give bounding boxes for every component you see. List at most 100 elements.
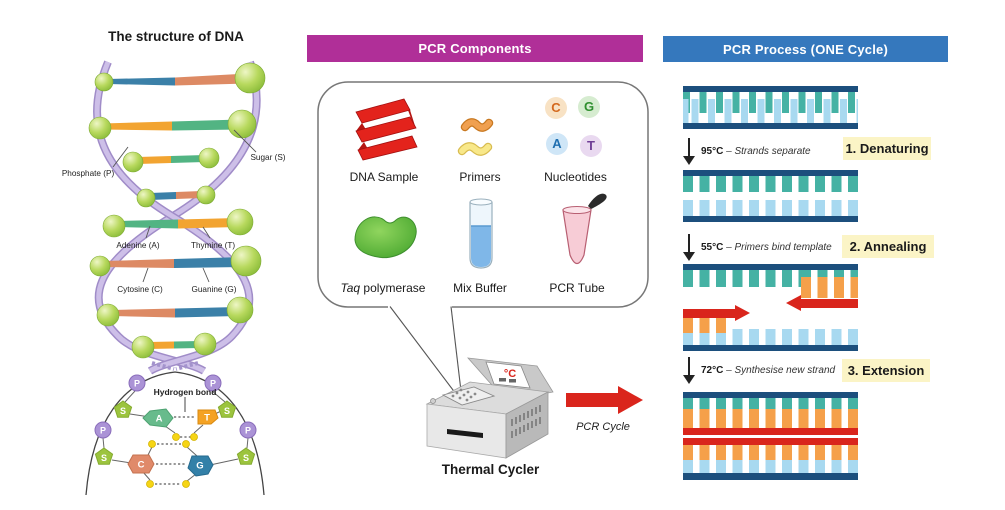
components-header: PCR Components xyxy=(307,35,643,62)
d4-top-backbone xyxy=(683,392,858,398)
flat-bases: A T C G xyxy=(127,408,219,477)
sample-block xyxy=(441,386,496,406)
primers-label: Primers xyxy=(459,170,501,184)
phosphate-label: Phosphate (P) xyxy=(62,169,115,178)
forward-primer-arrow-shaft xyxy=(683,309,735,318)
d3-top-strand-stubs xyxy=(801,270,858,278)
d2-top-backbone xyxy=(683,170,858,176)
d2-bottom-backbone xyxy=(683,216,858,222)
d2-top-strand-teeth xyxy=(683,176,858,192)
d4-template2-teeth xyxy=(683,460,858,474)
step3-down-arrow xyxy=(683,357,695,384)
strand-break-dashes xyxy=(151,361,175,371)
nucleotide-g: G xyxy=(578,96,600,118)
tube-open-lid xyxy=(588,193,607,209)
cycler-vents xyxy=(511,405,541,438)
taq-rest: polymerase xyxy=(360,281,426,295)
p-letter: P xyxy=(245,426,251,436)
hydrogen-bond-label: Hydrogen bond xyxy=(154,387,217,397)
step1-down-arrow xyxy=(683,138,695,165)
cycler-slot xyxy=(447,429,483,438)
dna-sample-icon xyxy=(355,98,418,161)
d3-top-backbone xyxy=(683,264,858,270)
mix-buffer-label: Mix Buffer xyxy=(453,281,507,295)
step2-temp: 55°C xyxy=(701,242,724,253)
pcr-tube-icon xyxy=(562,193,607,265)
d4-new-strand2-backbone xyxy=(683,438,858,445)
adenine-label: Adenine (A) xyxy=(116,241,160,250)
cytosine-label: Cytosine (C) xyxy=(117,285,163,294)
box-tail-line xyxy=(389,306,457,395)
taq-polymerase-icon xyxy=(354,216,417,259)
base-pair-rungs xyxy=(103,73,248,349)
d3-bottom-backbone xyxy=(683,345,858,351)
a-letter: A xyxy=(156,414,163,425)
p-letter: P xyxy=(134,379,140,389)
process-header: PCR Process (ONE Cycle) xyxy=(663,36,948,62)
dna-structure-title: The structure of DNA xyxy=(108,29,244,44)
d4-new-strand1-teeth xyxy=(683,409,858,429)
step1-caption: 95°C – Strands separate xyxy=(701,146,811,157)
step3-caption: 72°C – Synthesise new strand xyxy=(701,365,835,376)
hydrogen-dots xyxy=(146,433,198,488)
sugar-label: Sugar (S) xyxy=(250,153,285,162)
step1-temp: 95°C xyxy=(701,146,724,157)
c-letter: C xyxy=(138,460,145,471)
hydrogen-bond-dashes xyxy=(155,416,196,485)
nucleotide-c: C xyxy=(545,97,567,119)
d4-new-strand1-backbone xyxy=(683,428,858,435)
step1-desc: – Strands separate xyxy=(726,146,811,157)
cycler-display xyxy=(485,361,531,389)
step2-desc: – Primers bind template xyxy=(726,242,832,253)
box-tail-line xyxy=(450,306,462,392)
step2-down-arrow xyxy=(683,234,695,261)
dna-helix: Phosphate (P) Sugar (S) Adenine (A) Thym… xyxy=(62,60,286,375)
s-letter: S xyxy=(101,453,107,463)
step3-desc: – Synthesise new strand xyxy=(726,365,836,376)
d1-bottom-backbone xyxy=(683,123,858,129)
s-letter: S xyxy=(224,406,230,416)
primers-icon xyxy=(457,118,494,156)
t-letter: T xyxy=(204,413,210,424)
d1-bottom-strand-teeth xyxy=(683,99,858,123)
step2-caption: 55°C – Primers bind template xyxy=(701,242,832,253)
d4-bottom-backbone xyxy=(683,473,858,480)
d3-top-strand-teeth xyxy=(683,270,801,287)
forward-primer-arrow-head xyxy=(735,305,750,321)
flattened-dna: P P P P S S S S A xyxy=(85,371,265,496)
taq-polymerase-label: Taq polymerase xyxy=(328,281,438,295)
sugar-nodes: S S S S xyxy=(94,400,256,465)
thermal-cycler-label: Thermal Cycler xyxy=(441,462,540,477)
thymine-label: Thymine (T) xyxy=(191,241,235,250)
step3-temp: 72°C xyxy=(701,365,724,376)
d4-new-strand2-teeth xyxy=(683,445,858,462)
step1-badge: 1. Denaturing xyxy=(843,137,931,160)
d4-template1-teeth xyxy=(683,398,858,411)
taq-italic: Taq xyxy=(340,281,361,295)
reverse-primer-arrow-head xyxy=(786,295,801,311)
nucleotide-t: T xyxy=(580,135,602,157)
d1-top-backbone xyxy=(683,86,858,92)
nucleotides-label: Nucleotides xyxy=(544,170,607,184)
step3-badge: 3. Extension xyxy=(842,359,930,382)
reverse-primer-arrow-shaft xyxy=(800,299,858,308)
d3-forward-primer-teeth xyxy=(683,316,729,333)
s-letter: S xyxy=(120,406,126,416)
p-letter: P xyxy=(100,426,106,436)
p-letter: P xyxy=(210,379,216,389)
d3-reverse-primer-teeth xyxy=(801,277,858,298)
pcr-cycle-label: PCR Cycle xyxy=(576,421,630,433)
pcr-cycle-arrow xyxy=(566,386,643,414)
s-letter: S xyxy=(243,453,249,463)
label-pointer-lines xyxy=(112,129,257,283)
guanine-label: Guanine (G) xyxy=(191,285,236,294)
step2-badge: 2. Annealing xyxy=(842,235,934,258)
g-letter: G xyxy=(196,461,203,472)
d2-bottom-strand-teeth xyxy=(683,200,858,216)
display-degrees: °C xyxy=(504,368,516,380)
thermal-cycler: °C xyxy=(425,357,554,459)
d3-bottom-strand-teeth xyxy=(683,329,858,345)
mix-buffer-icon xyxy=(469,198,493,269)
sample-wells xyxy=(451,388,477,402)
